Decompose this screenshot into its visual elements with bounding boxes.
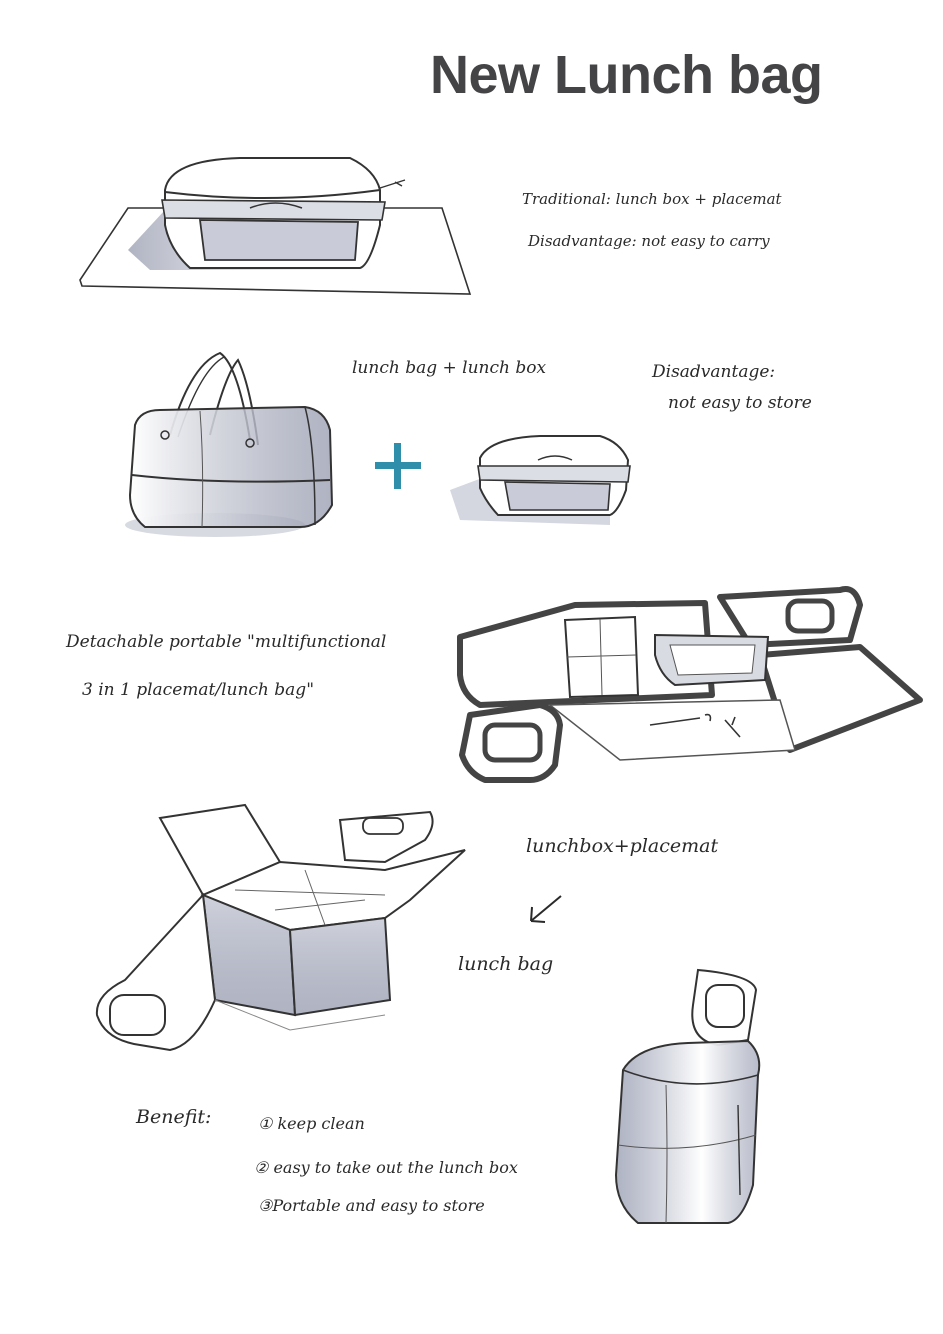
note-lunch-bag: lunch bag bbox=[458, 953, 554, 975]
sketch-closed-lunch-bag bbox=[614, 968, 761, 1224]
plus-icon bbox=[375, 443, 421, 489]
note-benefit-3: ③Portable and easy to store bbox=[258, 1196, 485, 1215]
note-bag-plus-box: lunch bag + lunch box bbox=[352, 358, 547, 378]
note-traditional: Traditional: lunch box + placemat bbox=[522, 190, 782, 208]
number-1-icon: ① bbox=[258, 1114, 273, 1133]
note-disadvantage-store-2: not easy to store bbox=[668, 393, 812, 413]
benefit-2-text: easy to take out the lunch box bbox=[273, 1158, 518, 1177]
note-disadvantage-carry: Disadvantage: not easy to carry bbox=[528, 232, 770, 250]
note-benefit-label: Benefit: bbox=[136, 1106, 212, 1128]
note-benefit-1: ① keep clean bbox=[258, 1114, 365, 1133]
note-lunchbox-placemat: lunchbox+placemat bbox=[526, 835, 719, 857]
arrow-down-left-icon bbox=[530, 895, 562, 923]
benefit-1-text: keep clean bbox=[277, 1114, 365, 1133]
number-2-icon: ② bbox=[254, 1158, 269, 1177]
page-title: New Lunch bag bbox=[430, 45, 823, 105]
note-disadvantage-store-1: Disadvantage: bbox=[652, 362, 776, 382]
sketch-lunch-bag bbox=[125, 351, 334, 537]
number-3-icon: ③ bbox=[258, 1196, 273, 1215]
note-detachable-1: Detachable portable "multifunctional bbox=[66, 632, 387, 652]
note-detachable-2: 3 in 1 placemat/lunch bag" bbox=[82, 680, 315, 700]
sketch-open-lunch-bag bbox=[95, 803, 466, 1052]
note-benefit-2: ② easy to take out the lunch box bbox=[254, 1158, 518, 1177]
sketch-unfolded-placemat bbox=[457, 586, 923, 783]
sketch-lunchbox-on-placemat bbox=[79, 157, 472, 295]
benefit-3-text: Portable and easy to store bbox=[272, 1196, 485, 1215]
sketch-lunch-box bbox=[450, 435, 631, 525]
